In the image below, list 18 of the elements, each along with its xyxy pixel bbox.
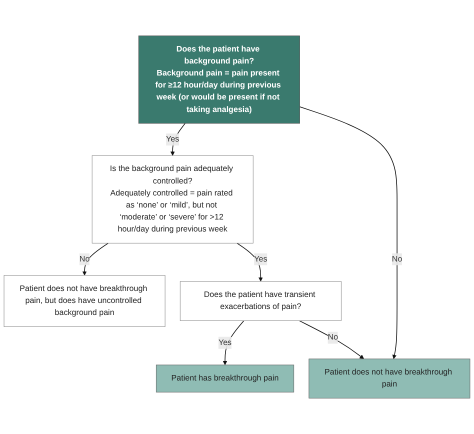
node-box: Patient has breakthrough pain	[156, 364, 294, 392]
edge-label: Yes	[166, 134, 180, 144]
edge-label: No	[392, 254, 402, 264]
edge-label: Yes	[254, 254, 268, 264]
node-box: Does the patient have background pain? Background pain = pain present for ≥12 hour/day during previous week (or would be present if not taking analgesia)	[138, 36, 300, 124]
arrow	[82, 242, 109, 276]
node-box: Patient does not have breakthrough pain, but does have uncontrolled background pain	[4, 275, 166, 327]
arrow	[222, 320, 244, 366]
arrow	[170, 123, 186, 156]
node-box: Patient does not have breakthrough pain	[308, 358, 470, 398]
edge-label: Yes	[218, 338, 232, 347]
node-box: Is the background pain adequately controlled? Adequately controlled = pain rated as ‘none’ or ‘mild’, but not ‘moderate’ or ‘severe’ for >12 hour/day during previous week	[92, 155, 254, 244]
arrow	[298, 320, 364, 360]
node-box: Does the patient have transient exacerbations of pain?	[180, 281, 342, 321]
arrow	[236, 242, 263, 282]
edge-label: No	[328, 333, 338, 342]
edge-label: No	[79, 254, 90, 264]
arrow	[299, 106, 398, 360]
